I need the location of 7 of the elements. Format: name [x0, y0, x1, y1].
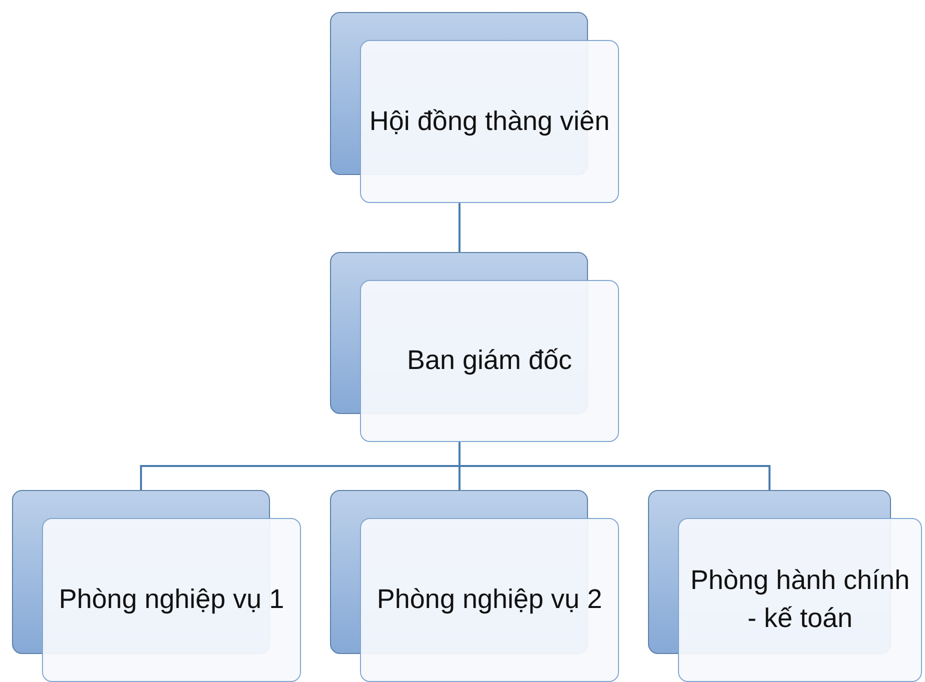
connector-line — [458, 442, 770, 490]
box-label: Ban giám đốc — [406, 344, 574, 378]
box-label: Phòng nghiệp vụ 1 — [58, 583, 286, 616]
box-label: Hội đồng thàng viên — [368, 104, 611, 138]
box-label: Phòng nghiệp vụ 2 — [376, 583, 604, 616]
box-label: Phòng hành chính - kế toán — [689, 564, 911, 635]
connector-line — [458, 203, 460, 252]
